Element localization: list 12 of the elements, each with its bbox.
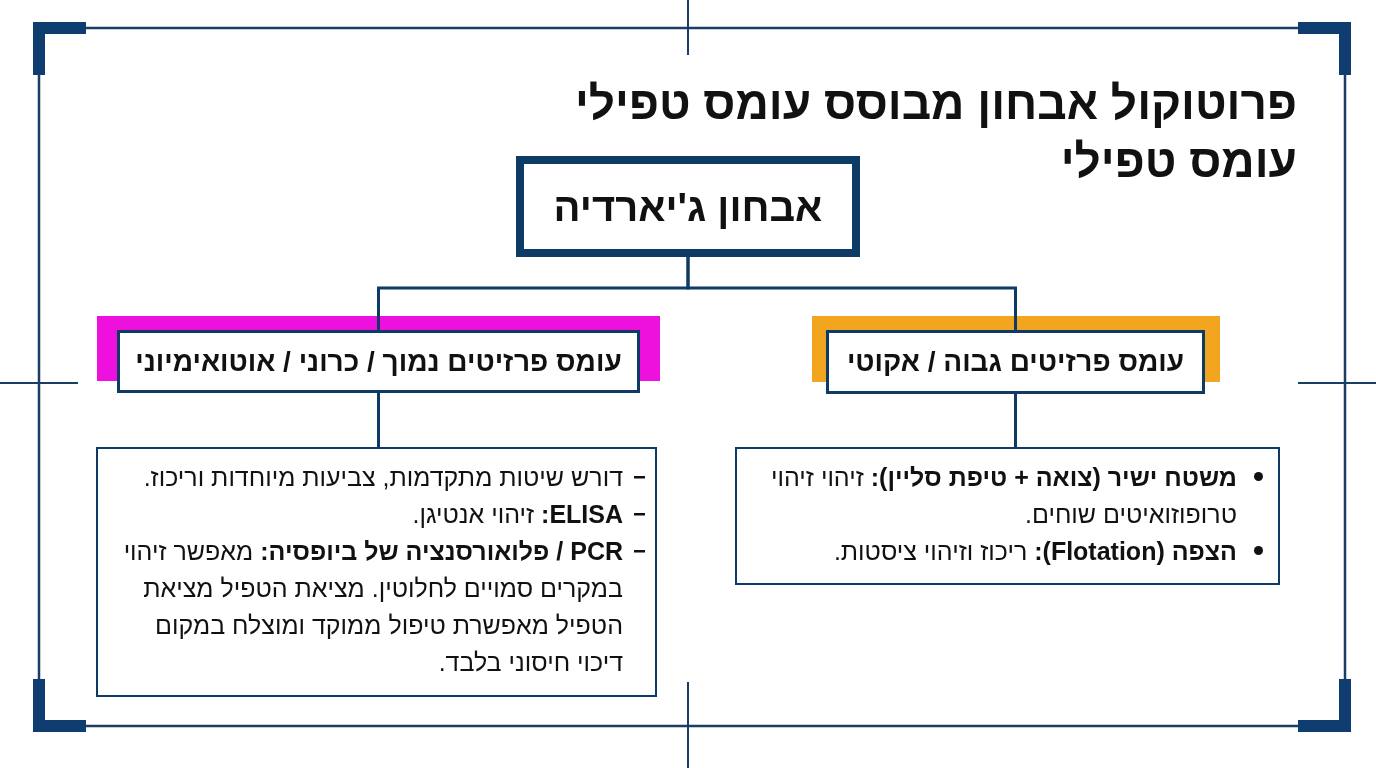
category-box: עומס פרזיטים נמוך / כרוני / אוטואימיוני bbox=[117, 330, 640, 393]
list-item: PCR / פלואורסנציה של ביופסיה: מאפשר זיהוי במקרים סמויים לחלוטין. מציאת הטפיל מציאת הטפיל מאפשרת טיפול ממוקד ומוצלח במקום דיכוי חיסוני בלבד. bbox=[122, 536, 623, 678]
connector-line bbox=[377, 393, 380, 447]
connector-line bbox=[1014, 394, 1017, 447]
connector-line bbox=[377, 257, 690, 330]
info-box bbox=[96, 447, 657, 697]
list-item: משטח ישיר (צואה + טיפת סליין): זיהוי זיהוי טרופוזואיטים שוחים. bbox=[770, 462, 1237, 530]
info-box bbox=[735, 447, 1280, 585]
list-item: דורש שיטות מתקדמות, צביעות מיוחדות וריכוז. bbox=[142, 462, 623, 493]
list-item: הצפה (Flotation): ריכוז וזיהוי ציסטות. bbox=[832, 536, 1237, 567]
category-box: עומס פרזיטים גבוה / אקוטי bbox=[826, 330, 1205, 394]
root-box: אבחון ג'יארדיה bbox=[516, 156, 860, 257]
